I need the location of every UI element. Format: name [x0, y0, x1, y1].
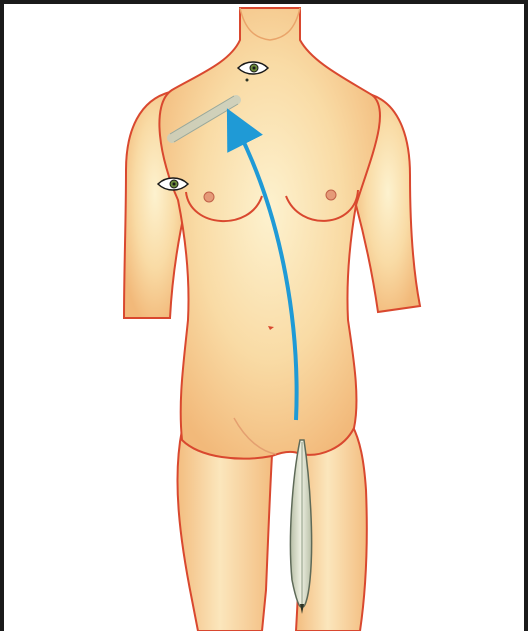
torso — [159, 8, 380, 459]
left-leg — [177, 430, 272, 631]
nipple-right — [204, 192, 214, 202]
eye-marker-icon — [238, 62, 268, 74]
incision-mark — [246, 79, 249, 82]
nipple-left — [326, 190, 336, 200]
eye-marker-icon — [158, 178, 188, 190]
